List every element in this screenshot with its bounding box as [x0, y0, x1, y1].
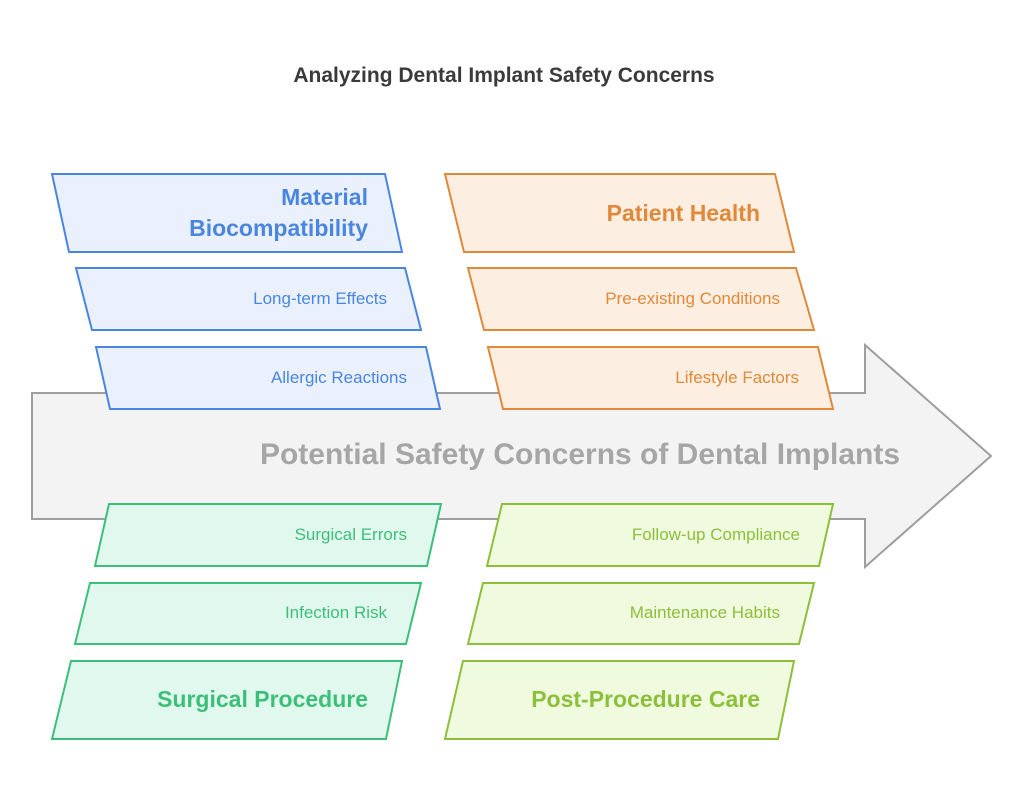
category-box-material-biocompatibility [50, 173, 404, 253]
item-label-long-term-effects: Long-term Effects [253, 289, 387, 308]
category-label-line: Material [281, 184, 368, 210]
category-box-post-procedure-care [443, 660, 796, 740]
category-box-patient-health [443, 173, 796, 253]
diagram-title: Analyzing Dental Implant Safety Concerns [293, 64, 715, 87]
category-label-material-biocompatibility: Material Biocompatibility [189, 182, 368, 244]
category-label-surgical-procedure: Surgical Procedure [157, 686, 368, 712]
item-box-lifestyle-factors [486, 346, 835, 410]
item-label-pre-existing-conditions: Pre-existing Conditions [605, 289, 780, 308]
item-box-maintenance-habits [466, 582, 816, 645]
spine-label: Potential Safety Concerns of Dental Impl… [259, 438, 901, 471]
item-box-infection-risk [73, 582, 423, 645]
item-label-allergic-reactions: Allergic Reactions [270, 368, 407, 387]
item-box-allergic-reactions [94, 346, 442, 410]
item-label-surgical-errors: Surgical Errors [294, 525, 407, 544]
category-label-patient-health: Patient Health [606, 200, 760, 226]
item-label-infection-risk: Infection Risk [284, 603, 387, 622]
item-box-long-term-effects [74, 267, 423, 331]
item-label-follow-up-compliance: Follow-up Compliance [631, 525, 800, 544]
item-box-follow-up-compliance [485, 503, 835, 567]
item-box-pre-existing-conditions [466, 267, 816, 331]
item-label-maintenance-habits: Maintenance Habits [629, 603, 780, 622]
category-label-post-procedure-care: Post-Procedure Care [531, 686, 760, 712]
category-label-line: Biocompatibility [189, 215, 368, 241]
category-box-surgical-procedure [50, 660, 404, 740]
item-box-surgical-errors [93, 503, 443, 567]
item-label-lifestyle-factors: Lifestyle Factors [675, 368, 799, 387]
